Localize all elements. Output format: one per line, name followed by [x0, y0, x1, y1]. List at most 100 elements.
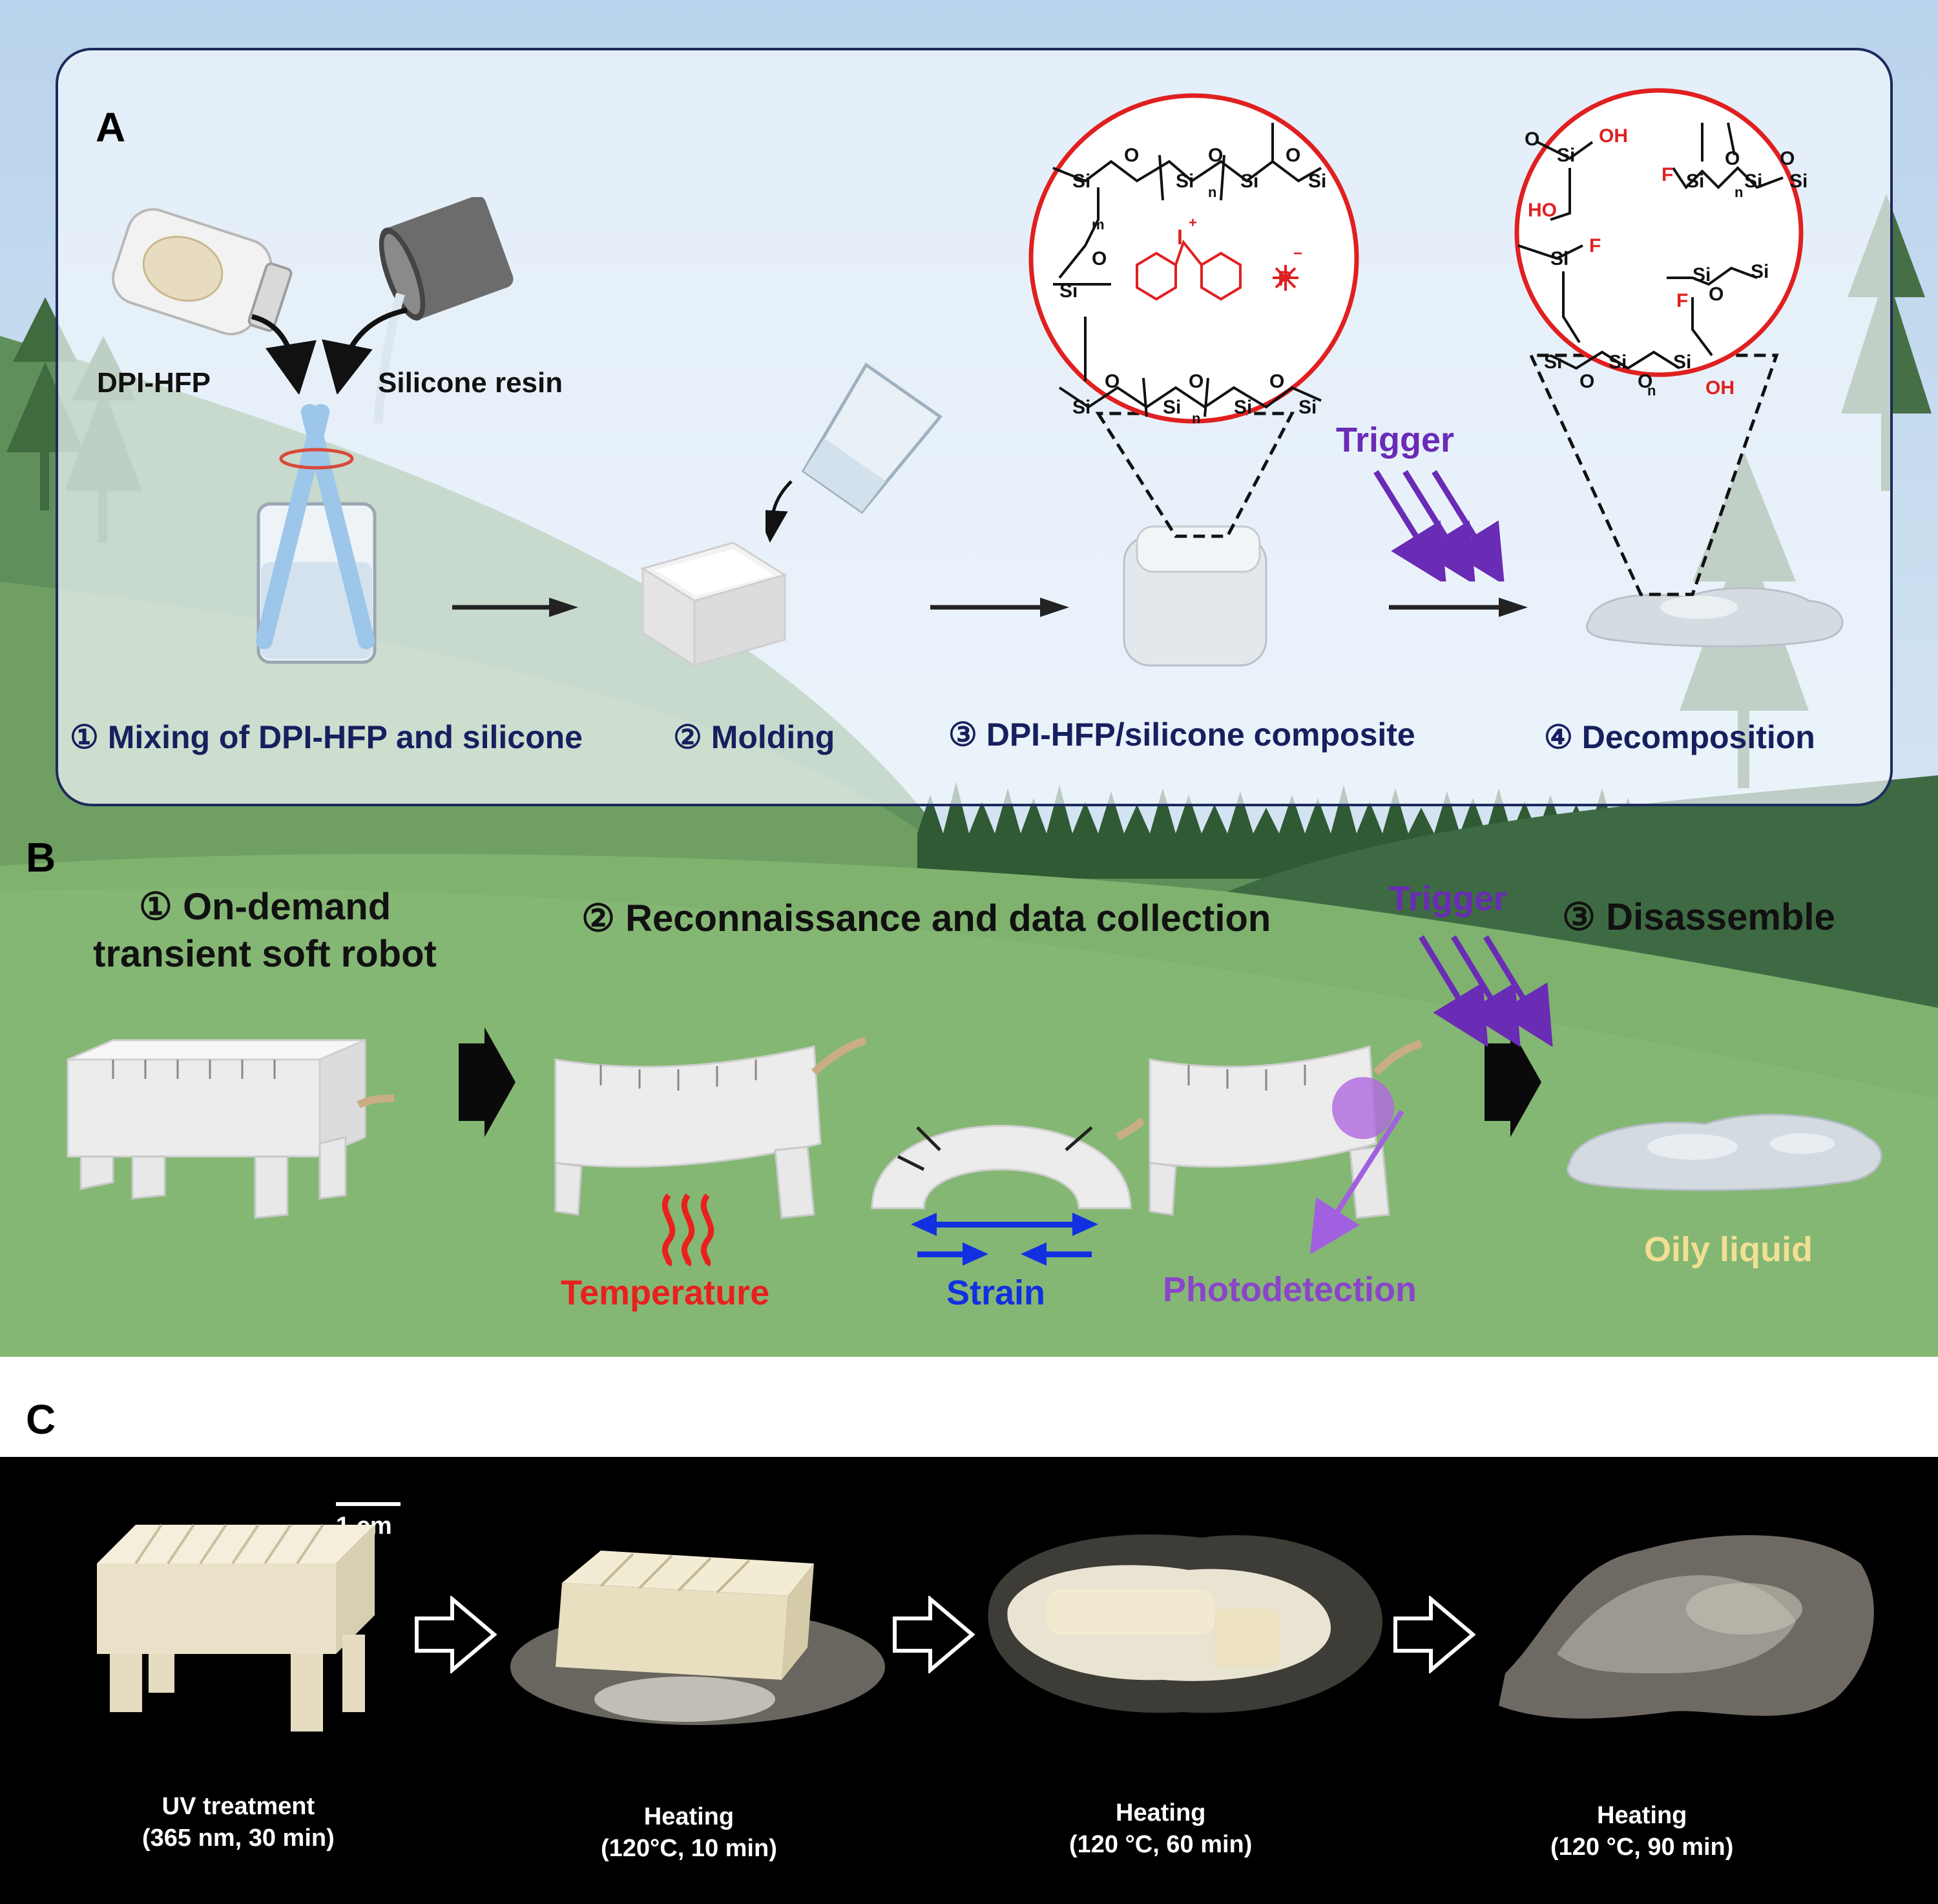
stage-2-line1: Heating — [643, 1803, 735, 1830]
process-arrow-2 — [930, 598, 1069, 617]
temperature-heat-icon — [662, 1193, 714, 1266]
svg-text:Si: Si — [1240, 171, 1258, 192]
svg-text:OH: OH — [1599, 125, 1628, 147]
soft-robot-bending-icon — [554, 1036, 867, 1219]
stage-1-label: UV treatment (365 nm, 30 min) — [142, 1791, 335, 1855]
svg-text:Si: Si — [1308, 171, 1326, 192]
panel-b-arrow-2 — [1485, 1027, 1541, 1137]
process-arrow-1 — [452, 598, 578, 617]
svg-text:I: I — [1177, 225, 1183, 249]
soft-robot-intact-icon — [67, 1038, 395, 1219]
photodetection-label: Photodetection — [1163, 1270, 1417, 1309]
svg-text:Si: Si — [1072, 397, 1090, 418]
panel-c-letter: C — [26, 1396, 56, 1443]
svg-text:Si: Si — [1163, 397, 1181, 418]
svg-text:Si: Si — [1059, 280, 1078, 302]
stage-4-label: Heating (120 °C, 90 min) — [1550, 1800, 1733, 1864]
dpi-hfp-jar-icon — [112, 208, 293, 336]
photo-heating-60min — [988, 1534, 1382, 1713]
pour-arrows — [251, 308, 408, 394]
silicone-resin-label: Silicone resin — [378, 367, 563, 399]
soft-robot-arched-icon — [871, 1117, 1143, 1209]
svg-text:O: O — [1208, 145, 1223, 166]
photo-uv-treated-robot — [97, 1523, 375, 1731]
panel-a-frame — [56, 48, 1893, 806]
svg-text:Si: Si — [1673, 351, 1691, 373]
svg-text:O: O — [1780, 148, 1795, 169]
svg-text:O: O — [1124, 145, 1139, 166]
composite-cube-icon — [1123, 525, 1267, 667]
oily-liquid-label: Oily liquid — [1644, 1230, 1813, 1269]
svg-text:Si: Si — [1176, 171, 1194, 192]
stage-4-line1: Heating — [1597, 1802, 1687, 1829]
step-a4-label: ④ Decomposition — [1544, 719, 1815, 755]
photo-heating-90min — [1499, 1535, 1874, 1719]
svg-text:O: O — [1092, 248, 1107, 269]
stage-1-line1: UV treatment — [162, 1793, 315, 1820]
svg-text:O: O — [1269, 371, 1284, 392]
panel-b-arrow-1 — [459, 1027, 516, 1137]
svg-text:Si: Si — [1686, 171, 1704, 192]
temperature-label: Temperature — [561, 1273, 770, 1312]
panel-b-letter: B — [26, 834, 56, 881]
panel-a-letter: A — [96, 104, 126, 151]
panel-c-arrow-2 — [893, 1596, 975, 1673]
svg-text:n: n — [1647, 382, 1656, 399]
panel-c-arrow-1 — [415, 1596, 497, 1673]
pouring-cup-icon — [766, 362, 943, 543]
svg-text:O: O — [1105, 371, 1120, 392]
soft-robot-photodetection-icon — [1149, 1040, 1422, 1219]
svg-text:Si: Si — [1557, 145, 1575, 166]
svg-text:Si: Si — [1544, 351, 1562, 373]
panel-a-trigger-label: Trigger — [1336, 421, 1455, 459]
step-a1-label: ① Mixing of DPI-HFP and silicone — [70, 719, 583, 755]
strain-label: Strain — [946, 1273, 1046, 1312]
photodetector-spot — [1332, 1077, 1394, 1139]
svg-text:Si: Si — [1609, 351, 1627, 373]
svg-text:−: − — [1293, 245, 1302, 262]
svg-text:O: O — [1286, 145, 1300, 166]
svg-text:F: F — [1589, 235, 1601, 256]
svg-text:HO: HO — [1528, 200, 1557, 221]
oily-liquid-puddle-icon — [1567, 1113, 1882, 1191]
svg-text:Si: Si — [1744, 171, 1762, 192]
photodetection-pointer-arrow — [1309, 1109, 1404, 1253]
svg-text:Si: Si — [1234, 397, 1252, 418]
stage-2-line2: (120°C, 10 min) — [601, 1835, 777, 1863]
svg-text:O: O — [1725, 148, 1740, 169]
svg-text:O: O — [1579, 371, 1594, 392]
svg-text:Si: Si — [1298, 397, 1317, 418]
panel-b-trigger-arrows — [1419, 935, 1553, 1047]
step-b1-label: ① On-demand transient soft robot — [58, 884, 472, 978]
dpi-hfp-label: DPI-HFP — [97, 367, 211, 399]
step-b3-label: ③ Disassemble — [1562, 896, 1835, 938]
svg-text:Si: Si — [1072, 171, 1090, 192]
svg-text:Si: Si — [1693, 264, 1711, 286]
svg-text:F: F — [1676, 290, 1688, 311]
photo-heating-10min — [510, 1551, 885, 1725]
svg-text:n: n — [1735, 184, 1743, 200]
step-b1-line2: transient soft robot — [93, 932, 437, 975]
svg-text:OH: OH — [1705, 377, 1735, 399]
svg-text:O: O — [1525, 129, 1539, 150]
panel-c-white-band — [0, 1357, 1938, 1457]
decomposed-puddle-icon — [1586, 587, 1844, 647]
svg-text:+: + — [1189, 214, 1197, 231]
panel-c-arrow-3 — [1393, 1596, 1476, 1673]
stage-2-label: Heating (120°C, 10 min) — [601, 1801, 777, 1865]
mold-icon — [640, 541, 787, 667]
step-a3-label: ③ DPI-HFP/silicone composite — [948, 717, 1415, 753]
svg-text:O: O — [1709, 284, 1724, 305]
panel-b-trigger-label: Trigger — [1389, 879, 1508, 918]
svg-text:n: n — [1192, 410, 1200, 426]
svg-text:Si: Si — [1789, 171, 1808, 192]
svg-text:F: F — [1662, 164, 1673, 185]
stage-3-line1: Heating — [1116, 1799, 1206, 1826]
zoom-circle-decomposed-structure: Si O Si O n Si O Si Si Si O Si Si O Si O… — [1514, 88, 1808, 596]
panel-a-trigger-arrows — [1373, 470, 1505, 581]
mixing-beaker-icon — [255, 404, 377, 664]
step-b1-line1: ① On-demand — [138, 886, 391, 928]
svg-text:n: n — [1208, 184, 1216, 200]
svg-text:Si: Si — [1550, 248, 1568, 269]
stage-1-line2: (365 nm, 30 min) — [142, 1825, 335, 1852]
